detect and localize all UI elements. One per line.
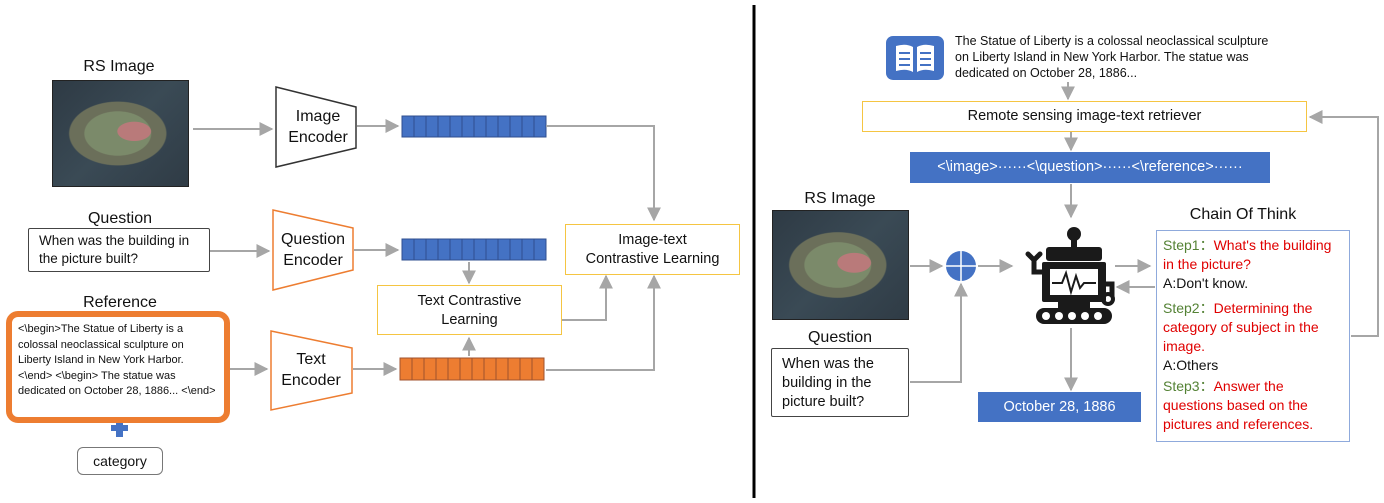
step1-answer: A:Don't know. <box>1163 275 1249 291</box>
step3-text: Answer the questions based on the pictur… <box>1163 378 1314 432</box>
embedding-token <box>485 238 499 261</box>
image-encoder-line1: Image <box>295 108 341 125</box>
rs-image-right <box>772 210 909 320</box>
image-text-contrastive-line2: Contrastive Learning <box>585 251 720 267</box>
embedding-token <box>399 357 413 381</box>
question-encoder-line2: Encoder <box>283 252 343 269</box>
image-text-contrastive-box: Image-text Contrastive Learning <box>565 224 740 275</box>
step3-label: Step3： <box>1163 378 1214 394</box>
embedding-token <box>509 115 523 138</box>
cot-title: Chain Of Think <box>1189 206 1297 223</box>
question-encoder-label: Question Encoder <box>270 229 356 271</box>
answer-box: October 28, 1886 <box>978 392 1141 422</box>
text-encoder-line2: Encoder <box>281 372 341 389</box>
embedding-token <box>533 238 547 261</box>
rs-image-title-left: RS Image <box>83 58 155 75</box>
question-embedding-tokens <box>401 238 547 261</box>
embedding-token <box>483 357 497 381</box>
embedding-token <box>521 115 535 138</box>
text-encoder-line1: Text <box>296 351 326 368</box>
embedding-token <box>435 357 449 381</box>
embedding-token <box>519 357 533 381</box>
embedding-token <box>497 238 511 261</box>
cot-step3: Step3：Answer the questions based on the … <box>1163 377 1343 434</box>
step2-label: Step2： <box>1163 300 1214 316</box>
embedding-token <box>437 238 451 261</box>
embedding-token <box>413 115 427 138</box>
embedding-token <box>425 238 439 261</box>
embedding-token <box>449 115 463 138</box>
image-embedding-tokens <box>401 115 547 138</box>
rs-image-title-right: RS Image <box>804 190 876 207</box>
step1-label: Step1： <box>1163 237 1214 253</box>
embedding-token <box>447 357 461 381</box>
category-box: category <box>77 447 163 475</box>
embedding-token <box>495 357 509 381</box>
embedding-token <box>509 238 523 261</box>
book-icon <box>886 36 944 80</box>
reference-box: <\begin>The Statue of Liberty is a colos… <box>6 311 230 423</box>
cot-box: Step1：What's the building in the picture… <box>1156 230 1350 442</box>
image-encoder-line2: Encoder <box>288 129 348 146</box>
text-embedding-tokens <box>399 357 545 381</box>
embedding-token <box>521 238 535 261</box>
step2-text: Determining the category of subject in t… <box>1163 300 1319 354</box>
embedding-token <box>449 238 463 261</box>
fusion-plus-icon <box>946 251 976 281</box>
embedding-token <box>507 357 521 381</box>
embedding-token <box>437 115 451 138</box>
embedding-token <box>413 238 427 261</box>
embedding-token <box>531 357 545 381</box>
embedding-token <box>473 238 487 261</box>
cot-step2: Step2：Determining the category of subjec… <box>1163 299 1343 356</box>
plus-icon <box>111 420 128 437</box>
question-title-left: Question <box>87 210 153 227</box>
question-encoder-line1: Question <box>280 231 346 248</box>
embedding-token <box>461 238 475 261</box>
embedding-token <box>423 357 437 381</box>
reference-title: Reference <box>83 294 157 311</box>
step1-text: What's the building in the picture? <box>1163 237 1332 272</box>
question-box-right: When was the building in the picture bui… <box>771 348 909 417</box>
robot-icon <box>1025 227 1115 324</box>
rs-image-left <box>52 80 189 187</box>
prompt-template-box: <\image>······<\question>······<\referen… <box>910 152 1270 183</box>
embedding-token <box>401 115 415 138</box>
image-encoder-label: Image Encoder <box>278 106 358 148</box>
retriever-box: Remote sensing image-text retriever <box>862 101 1307 132</box>
embedding-token <box>473 115 487 138</box>
text-contrastive-line1: Text Contrastive <box>417 293 522 309</box>
question-title-right: Question <box>807 329 873 346</box>
embedding-token <box>497 115 511 138</box>
embedding-token <box>533 115 547 138</box>
embedding-token <box>401 238 415 261</box>
reference-document-text: The Statue of Liberty is a colossal neoc… <box>955 34 1269 80</box>
image-encoder-shape <box>275 86 357 168</box>
cot-step1: Step1：What's the building in the picture… <box>1163 236 1343 274</box>
embedding-token <box>411 357 425 381</box>
embedding-token <box>485 115 499 138</box>
embedding-token <box>459 357 473 381</box>
embedding-token <box>425 115 439 138</box>
text-encoder-label: Text Encoder <box>272 349 350 391</box>
image-text-contrastive-line1: Image-text <box>618 232 687 248</box>
text-contrastive-box: Text Contrastive Learning <box>377 285 562 335</box>
embedding-token <box>471 357 485 381</box>
embedding-token <box>461 115 475 138</box>
text-encoder-shape <box>270 330 353 411</box>
step2-answer: A:Others <box>1163 357 1219 373</box>
text-contrastive-line2: Learning <box>441 312 498 328</box>
question-encoder-shape <box>272 209 354 291</box>
question-box-left: When was the building in the picture bui… <box>28 228 210 272</box>
